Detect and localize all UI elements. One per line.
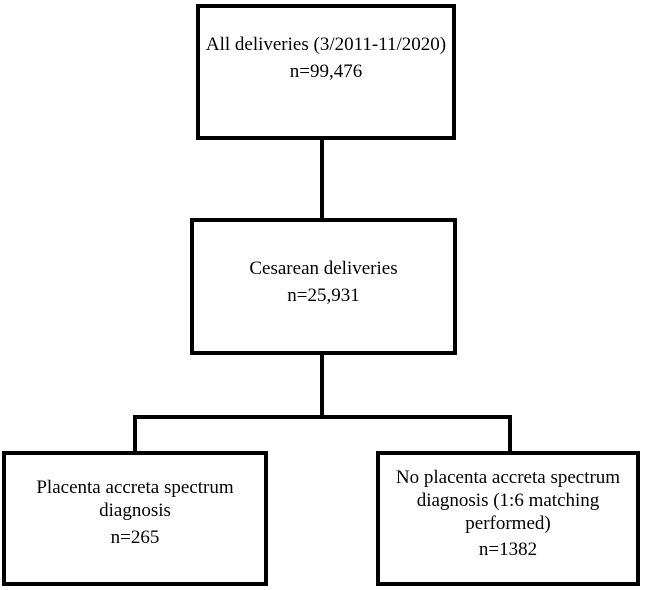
box-label: All deliveries (3/2011-11/2020) [205, 34, 447, 55]
flow-box-cesarean-deliveries: Cesarean deliveries n=25,931 [190, 218, 457, 355]
connector-middle-stem [320, 355, 324, 419]
box-label: Cesarean deliveries [249, 258, 398, 279]
flow-box-no-pas-diagnosis: No placenta accreta spectrum diagnosis (… [376, 451, 640, 586]
connector-branch-bar [133, 415, 512, 419]
box-count: n=25,931 [287, 284, 360, 306]
flow-box-all-deliveries: All deliveries (3/2011-11/2020) n=99,476 [196, 4, 456, 140]
box-label: Placenta accreta spectrum diagnosis [36, 477, 234, 521]
box-count: n=265 [110, 526, 160, 548]
box-label: No placenta accreta spectrum diagnosis (… [395, 467, 621, 534]
box-count: n=99,476 [289, 60, 363, 82]
connector-top-to-middle [320, 140, 324, 218]
connector-branch-right-drop [508, 415, 512, 451]
box-count: n=1382 [478, 539, 538, 561]
connector-branch-left-drop [133, 415, 137, 451]
flow-box-pas-diagnosis: Placenta accreta spectrum diagnosis n=26… [2, 451, 268, 586]
